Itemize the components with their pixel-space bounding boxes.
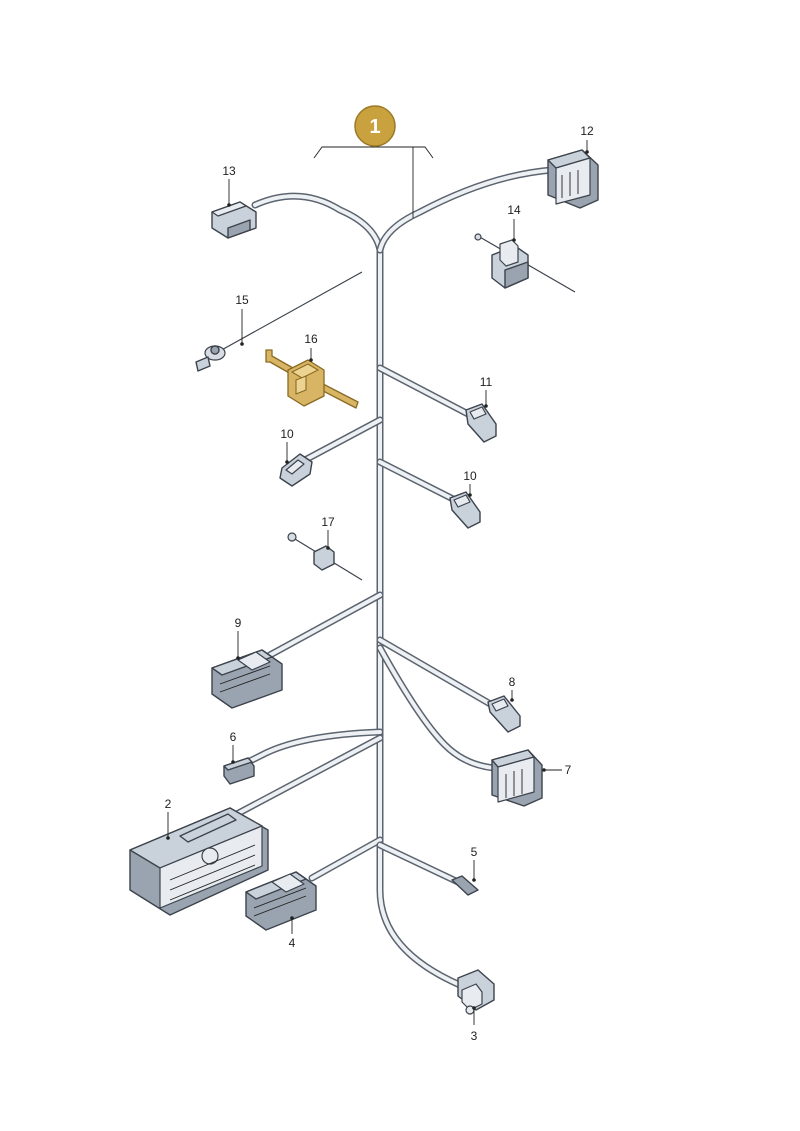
connector-7 bbox=[491, 749, 543, 807]
connector-9 bbox=[211, 649, 283, 709]
callout-10-right: 10 bbox=[463, 469, 477, 483]
callout-13: 13 bbox=[222, 164, 236, 178]
connector-8 bbox=[487, 695, 521, 733]
callout-11: 11 bbox=[480, 375, 493, 389]
connector-2 bbox=[129, 807, 269, 916]
callout-8: 8 bbox=[509, 675, 516, 689]
callout-4: 4 bbox=[289, 936, 296, 950]
callout-12: 12 bbox=[580, 124, 594, 138]
callout-5: 5 bbox=[471, 845, 478, 859]
callout-labels: 12 13 14 15 16 11 10 10 17 9 8 6 7 2 5 4… bbox=[165, 124, 594, 1043]
connector-10-left bbox=[279, 453, 313, 487]
callout-9: 9 bbox=[235, 616, 242, 630]
connector-13 bbox=[211, 201, 257, 239]
assembly-badge-label: 1 bbox=[369, 116, 380, 138]
callout-2: 2 bbox=[165, 797, 172, 811]
connector-10-right bbox=[449, 491, 481, 529]
connector-6 bbox=[223, 757, 255, 785]
callout-15: 15 bbox=[235, 293, 249, 307]
connector-12 bbox=[547, 149, 599, 209]
callout-6: 6 bbox=[230, 730, 237, 744]
callout-16: 16 bbox=[304, 332, 318, 346]
harness-wires bbox=[231, 166, 556, 989]
connector-11 bbox=[465, 403, 497, 443]
callout-7: 7 bbox=[565, 763, 572, 777]
leader-lines bbox=[166, 140, 589, 1025]
callout-17: 17 bbox=[321, 515, 335, 529]
callout-3: 3 bbox=[471, 1029, 478, 1043]
cable-tie-17 bbox=[287, 532, 363, 581]
connector-3 bbox=[457, 969, 495, 1015]
connector-5 bbox=[451, 875, 479, 896]
cable-clip-14 bbox=[474, 233, 576, 293]
callout-10-left: 10 bbox=[280, 427, 294, 441]
clip-16-highlighted bbox=[265, 349, 359, 409]
assembly-badge bbox=[354, 105, 396, 147]
callout-14: 14 bbox=[507, 203, 521, 217]
connector-4 bbox=[245, 871, 317, 931]
cable-tie-15 bbox=[195, 271, 363, 372]
